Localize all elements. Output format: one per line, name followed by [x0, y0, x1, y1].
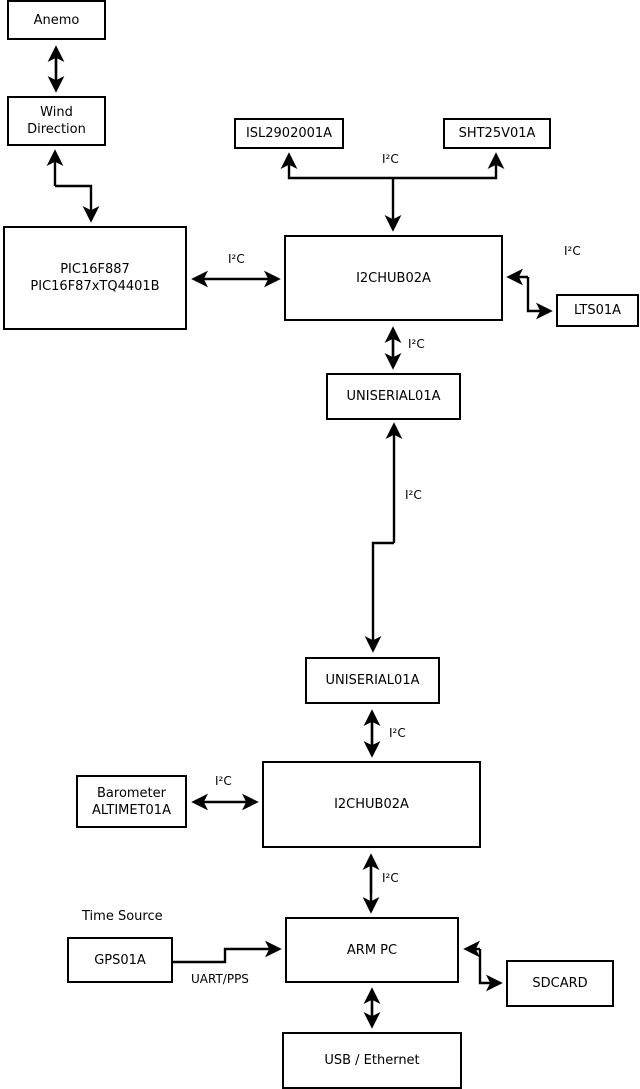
node-isl2902001a[interactable]: ISL2902001A: [234, 118, 344, 149]
edge-label-i2c-uniserial-uniserial: I²C: [405, 488, 422, 502]
node-pic-mcu-label: PIC16F887 PIC16F87xTQ4401B: [30, 262, 160, 294]
node-barometer-altimet01a-label: Barometer ALTIMET01A: [92, 785, 171, 818]
label-time-source: Time Source: [82, 909, 163, 924]
edge-label-i2c-pic-hub: I²C: [228, 252, 245, 266]
node-isl2902001a-label: ISL2902001A: [245, 126, 333, 141]
connector-hub-top-sensors: [280, 152, 505, 232]
connector-gps-armpc: [173, 940, 282, 964]
edge-label-i2c-hub-bottom-armpc: I²C: [382, 871, 399, 885]
node-uniserial01a-top[interactable]: UNISERIAL01A: [326, 373, 461, 420]
node-wind-direction[interactable]: Wind Direction: [7, 96, 106, 146]
edge-label-i2c-hub-lts: I²C: [564, 244, 581, 258]
node-pic-mcu[interactable]: PIC16F887 PIC16F87xTQ4401B: [3, 226, 187, 330]
node-uniserial01a-bottom[interactable]: UNISERIAL01A: [305, 657, 440, 704]
node-gps01a[interactable]: GPS01A: [67, 937, 173, 983]
node-i2chub02a-bottom[interactable]: I2CHUB02A: [262, 761, 481, 848]
connector-wind-pic: [46, 149, 100, 223]
node-sdcard[interactable]: SDCARD: [506, 960, 614, 1007]
node-uniserial01a-bottom-label: UNISERIAL01A: [325, 673, 420, 688]
node-anemo[interactable]: Anemo: [7, 0, 106, 40]
node-wind-direction-label: Wind Direction: [27, 105, 86, 137]
connector-hub-top-lts: [506, 268, 553, 320]
edge-label-i2c-hub-uniserial: I²C: [408, 337, 425, 351]
node-arm-pc[interactable]: ARM PC: [285, 917, 459, 983]
node-anemo-label: Anemo: [33, 12, 80, 28]
edge-label-i2c-hub-sensors: I²C: [382, 152, 399, 166]
node-i2chub02a-top-label: I2CHUB02A: [356, 270, 431, 286]
node-uniserial01a-top-label: UNISERIAL01A: [346, 389, 441, 404]
edge-label-uart-pps: UART/PPS: [191, 972, 249, 986]
edge-label-i2c-uniserial-hub-bottom: I²C: [389, 726, 406, 740]
edge-label-i2c-barometer-hub-bottom: I²C: [215, 774, 232, 788]
node-arm-pc-label: ARM PC: [346, 942, 398, 958]
node-sht25v01a[interactable]: SHT25V01A: [443, 118, 551, 149]
node-lts01a[interactable]: LTS01A: [556, 294, 639, 327]
node-barometer-altimet01a[interactable]: Barometer ALTIMET01A: [76, 775, 187, 828]
node-i2chub02a-top[interactable]: I2CHUB02A: [284, 235, 503, 321]
node-lts01a-label: LTS01A: [573, 303, 622, 318]
connector-uniserial-link: [364, 422, 403, 653]
node-usb-ethernet[interactable]: USB / Ethernet: [282, 1032, 462, 1089]
node-usb-ethernet-label: USB / Ethernet: [324, 1053, 420, 1068]
node-gps01a-label: GPS01A: [94, 952, 146, 968]
node-sht25v01a-label: SHT25V01A: [458, 126, 536, 141]
node-sdcard-label: SDCARD: [532, 976, 588, 991]
node-i2chub02a-bottom-label: I2CHUB02A: [334, 797, 409, 812]
connector-armpc-sdcard: [463, 940, 503, 992]
